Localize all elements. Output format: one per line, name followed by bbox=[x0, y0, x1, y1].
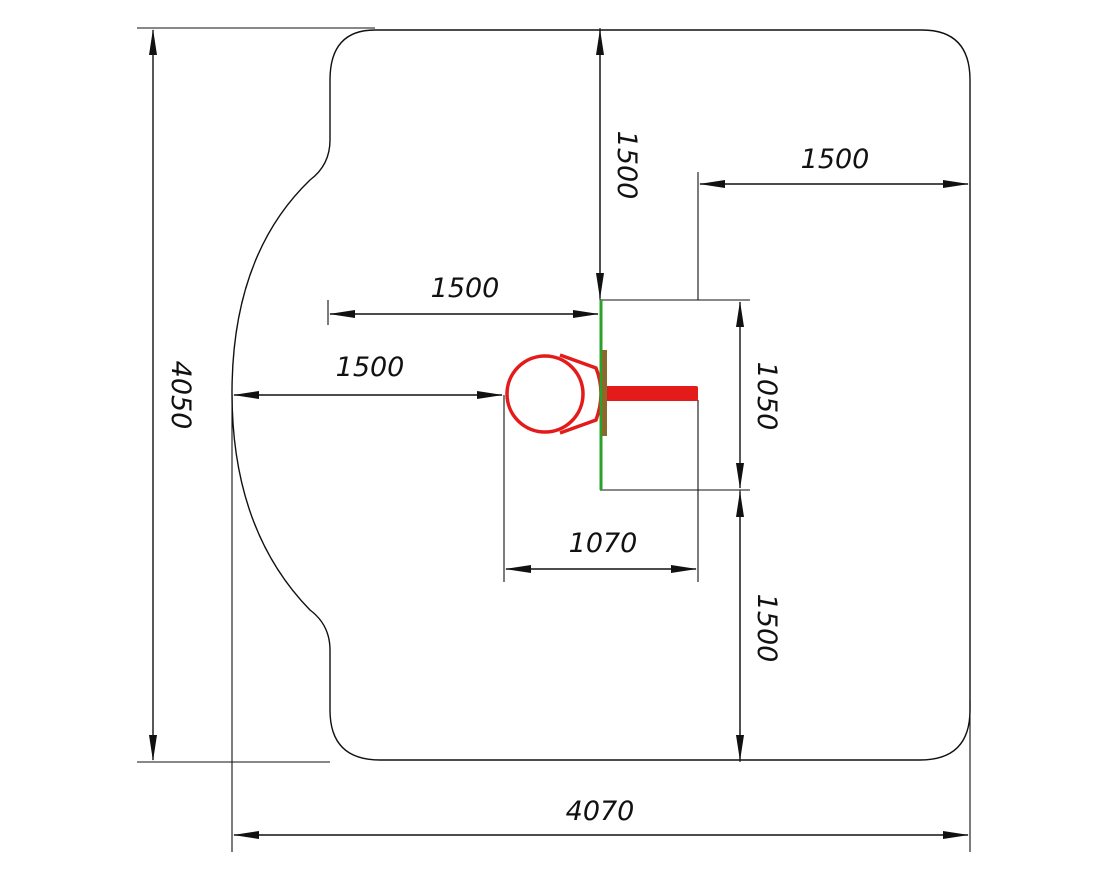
equipment-red-beam bbox=[600, 386, 698, 401]
dim-overall-width: 4070 bbox=[566, 796, 635, 827]
dim-left-upper-clearance: 1500 bbox=[431, 273, 500, 304]
equipment-seat-ring bbox=[505, 354, 585, 434]
dim-left-clearance: 1500 bbox=[336, 352, 405, 383]
dim-top-clearance: 1500 bbox=[611, 131, 642, 200]
dim-overall-height: 4050 bbox=[165, 361, 196, 430]
dim-right-clearance: 1500 bbox=[801, 144, 870, 175]
dim-equipment-width: 1050 bbox=[751, 362, 782, 431]
equipment-post-cap bbox=[602, 350, 607, 436]
equipment-top-view bbox=[505, 300, 698, 490]
safety-zone-outline bbox=[231, 29, 971, 761]
dim-bottom-clearance: 1500 bbox=[751, 594, 782, 663]
dim-equipment-length: 1070 bbox=[569, 528, 638, 559]
